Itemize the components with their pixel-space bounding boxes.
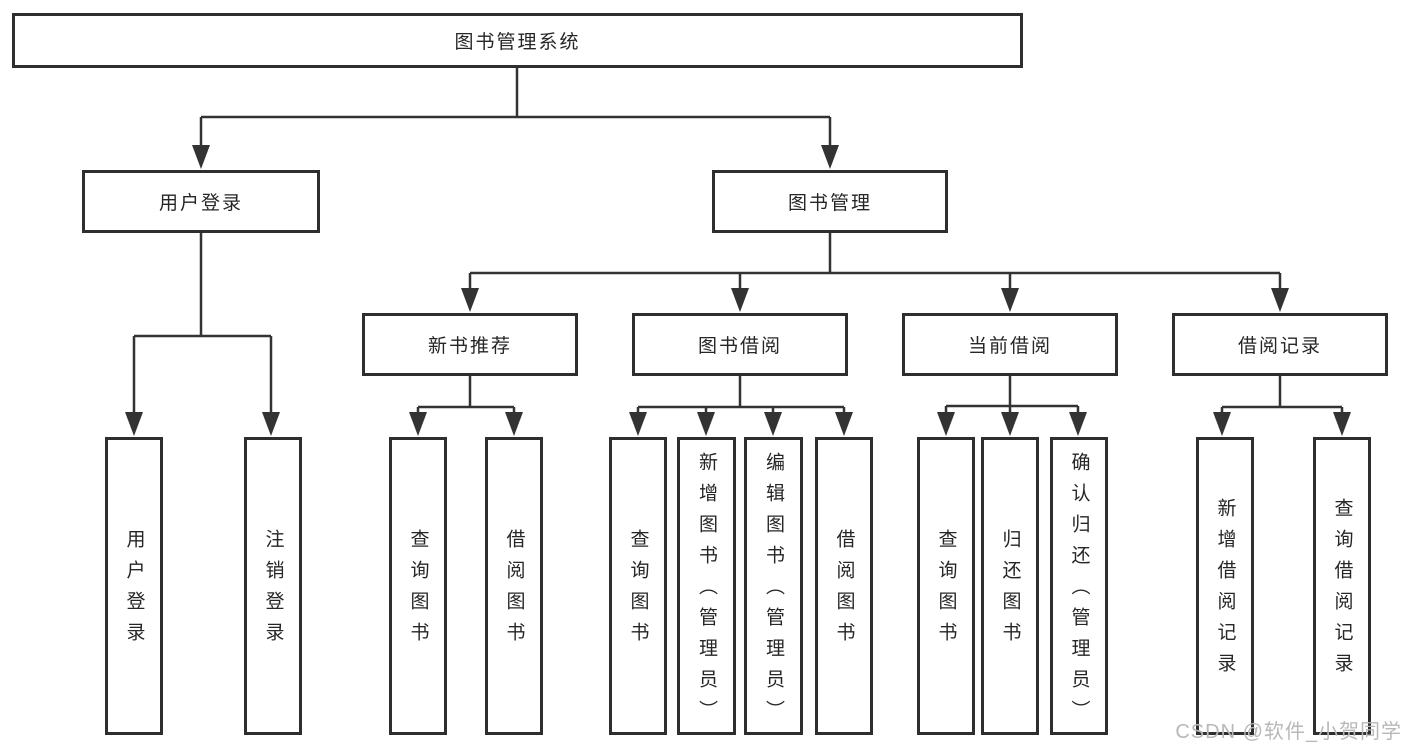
node-leaf-confirm-return-admin: 确认归还（管理员） — [1050, 437, 1108, 735]
connector-current-branch — [944, 376, 1080, 414]
node-new-book-rec: 新书推荐 — [362, 313, 578, 376]
connector-login-branch — [132, 233, 273, 415]
node-leaf-logout: 注销登录 — [244, 437, 302, 735]
node-current-borrow: 当前借阅 — [902, 313, 1118, 376]
csdn-watermark: CSDN @软件_小贺同学 — [1175, 721, 1402, 743]
node-leaf-user-login: 用户登录 — [105, 437, 163, 735]
connector-borrow-branch — [636, 376, 846, 414]
node-user-login: 用户登录 — [82, 170, 320, 233]
node-leaf-return-book: 归还图书 — [981, 437, 1039, 735]
connector-rec-branch — [416, 376, 516, 414]
node-book-borrow: 图书借阅 — [632, 313, 848, 376]
node-book-manage: 图书管理 — [712, 170, 948, 233]
node-leaf-edit-book-admin: 编辑图书（管理员） — [744, 437, 803, 735]
connector-record-branch — [1220, 376, 1344, 414]
node-leaf-rec-borrow-book: 借阅图书 — [485, 437, 543, 735]
node-leaf-borrow-query-book: 查询图书 — [609, 437, 667, 735]
connector-root-branch — [199, 68, 832, 147]
node-root: 图书管理系统 — [12, 13, 1023, 68]
node-leaf-lend-book: 借阅图书 — [815, 437, 873, 735]
node-leaf-query-borrow-record: 查询借阅记录 — [1313, 437, 1371, 735]
node-leaf-rec-query-book: 查询图书 — [389, 437, 447, 735]
node-leaf-add-book-admin: 新增图书（管理员） — [677, 437, 736, 735]
connector-manage-branch — [468, 233, 1282, 291]
node-leaf-add-borrow-record: 新增借阅记录 — [1196, 437, 1254, 735]
arrowheads — [125, 145, 1351, 436]
node-leaf-current-query-book: 查询图书 — [917, 437, 975, 735]
node-borrow-record: 借阅记录 — [1172, 313, 1388, 376]
